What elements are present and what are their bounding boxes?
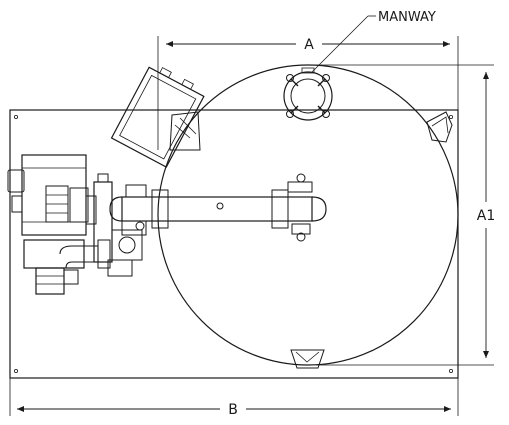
dimension-b-label: B xyxy=(228,402,238,418)
valve-assembly xyxy=(85,173,145,277)
mounting-hole-icon xyxy=(13,368,18,373)
mounting-hole-icon xyxy=(448,115,453,120)
tank-circle xyxy=(157,64,459,366)
manway-leader: MANWAY xyxy=(311,10,436,73)
control-box xyxy=(110,66,205,168)
manway-label: MANWAY xyxy=(378,10,436,25)
dimension-a: A xyxy=(157,36,459,150)
dimension-a-label: A xyxy=(304,37,314,53)
skid-base-plate xyxy=(9,109,459,379)
tank-support-bracket-right xyxy=(426,111,453,143)
tank-support-bracket-bottom xyxy=(290,349,325,369)
main-pipe xyxy=(109,173,327,242)
mounting-hole-icon xyxy=(13,115,18,120)
dimension-b: B xyxy=(9,378,459,418)
mounting-hole-icon xyxy=(448,368,453,373)
dimension-a1-label: A1 xyxy=(477,208,495,224)
pump-motor xyxy=(7,154,99,295)
dimension-a1: A1 xyxy=(316,64,495,366)
manway-hatch xyxy=(283,67,333,121)
